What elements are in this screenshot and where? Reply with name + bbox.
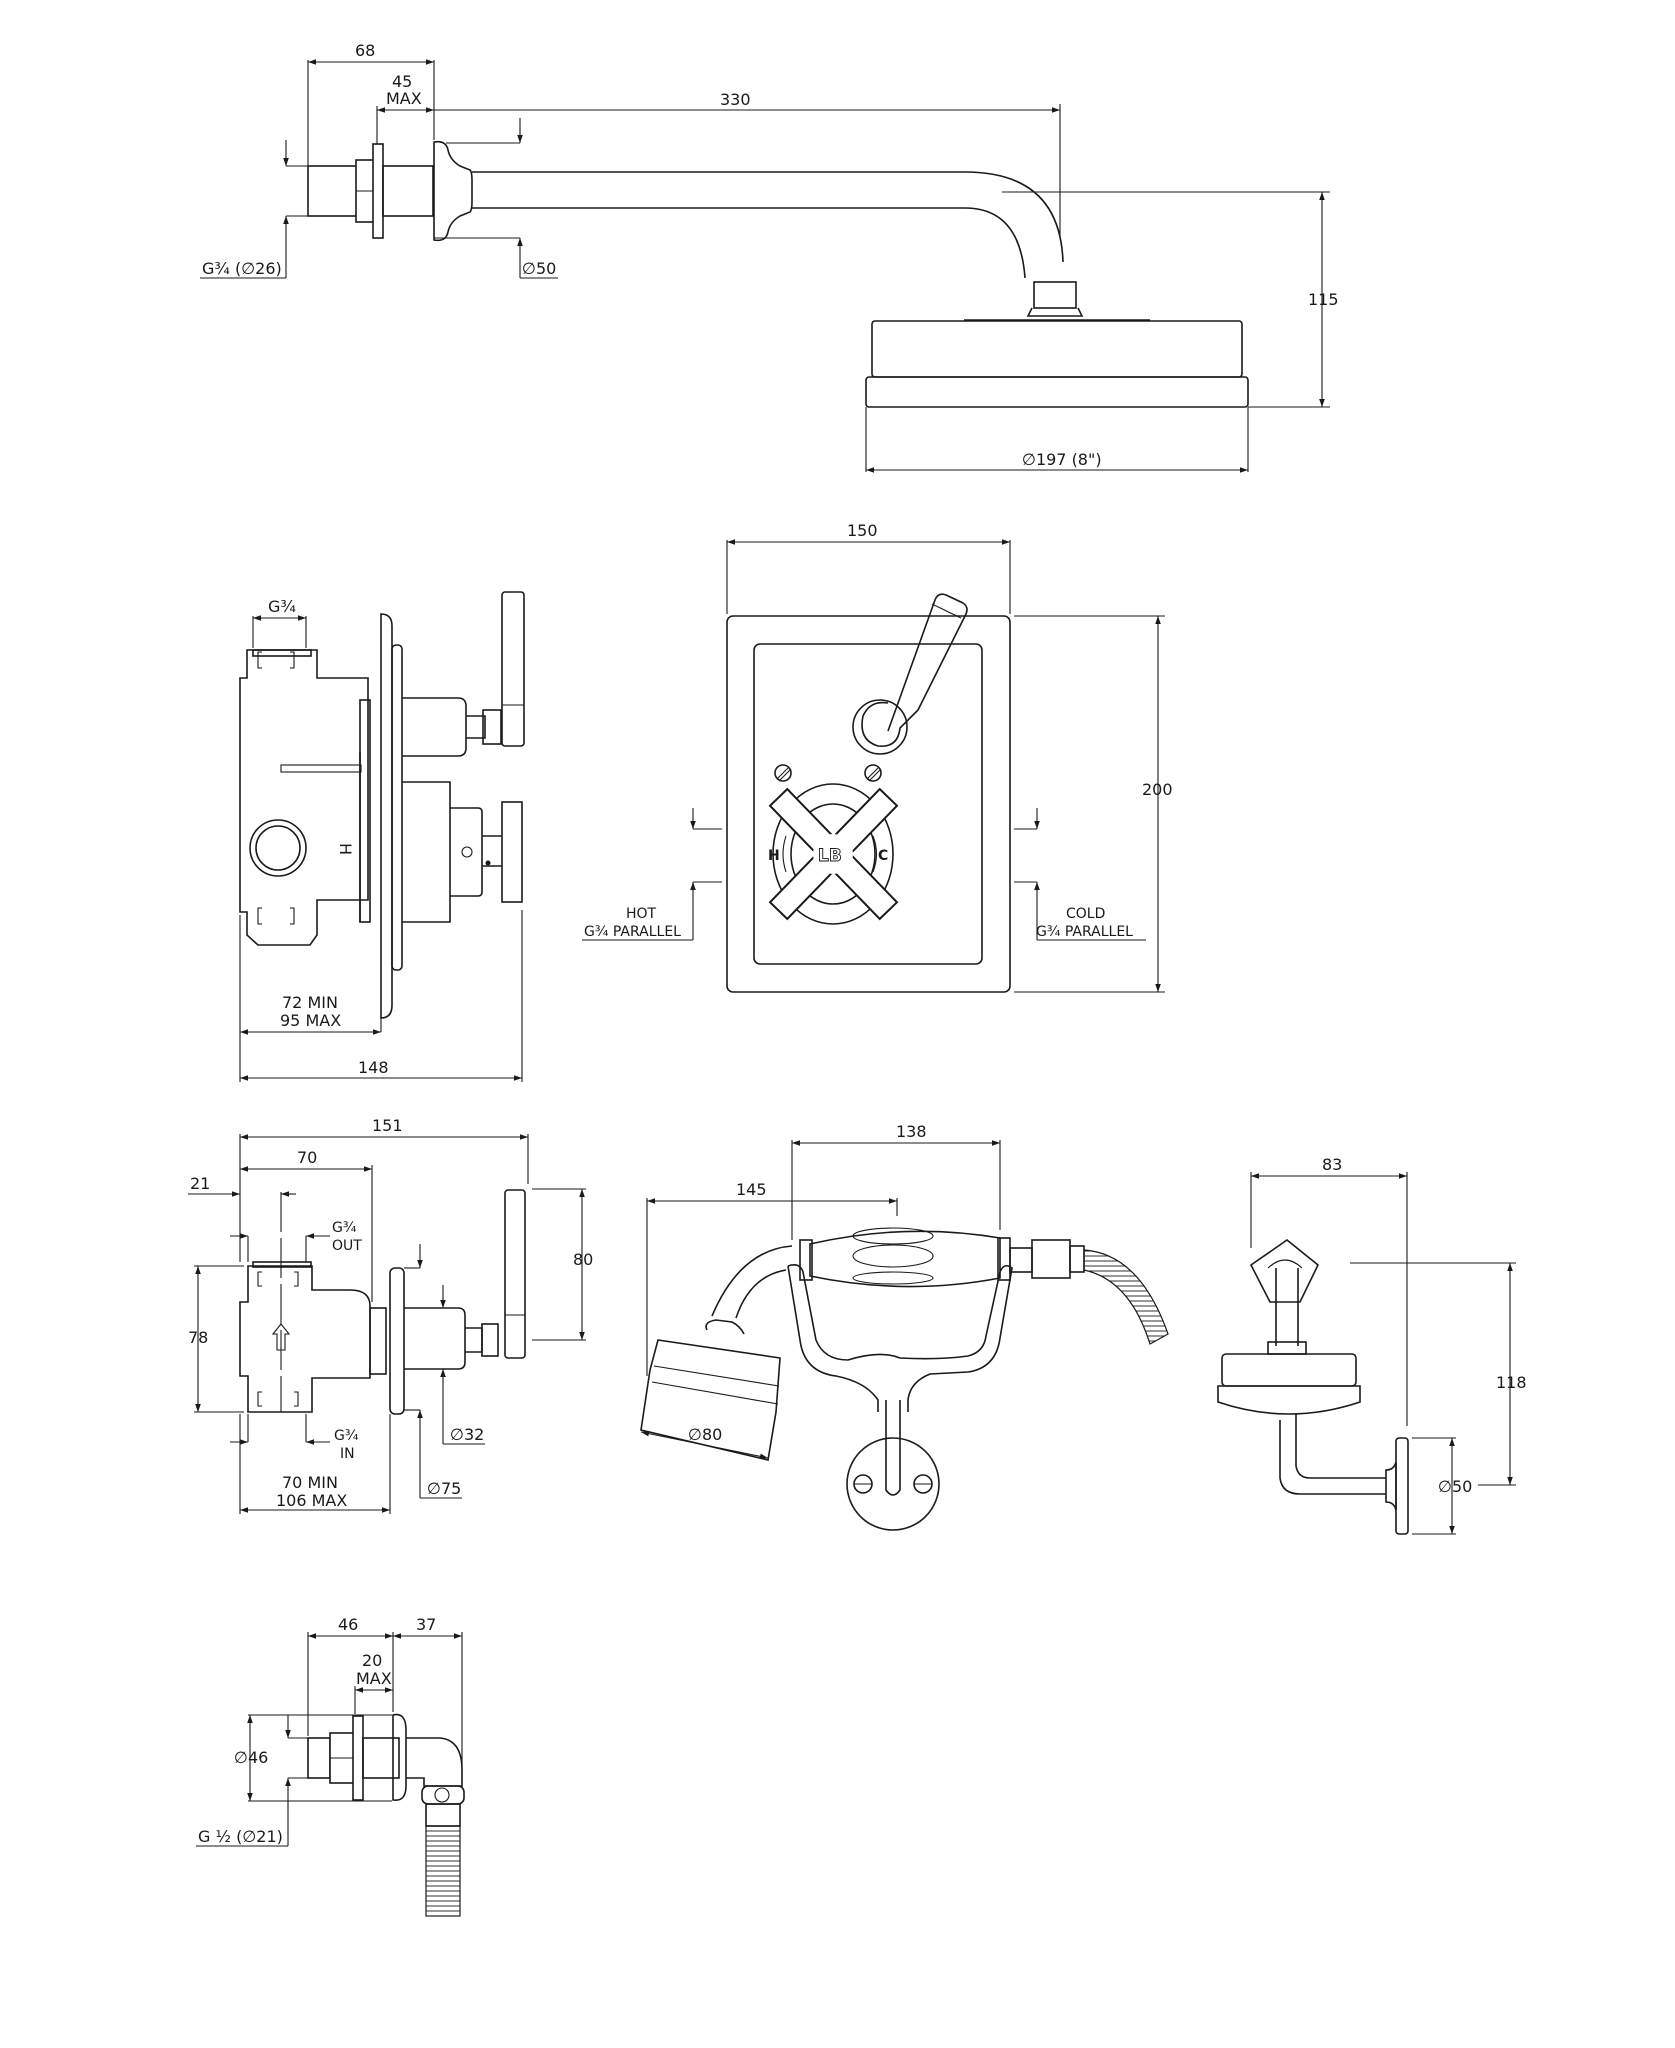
threaded-tail [307, 165, 359, 217]
diverter-depth-min: 70 MIN [282, 1473, 338, 1492]
wall-flange [433, 140, 473, 242]
out-label: OUT [332, 1238, 362, 1254]
cover-plate-side [380, 613, 393, 1019]
dim-45-max: MAX [386, 89, 422, 108]
screw-icon [913, 1474, 933, 1494]
cold-label: COLD [1066, 906, 1105, 922]
thread-callout: G¾ (∅26) [202, 259, 282, 278]
lever-handle [501, 591, 525, 747]
hot-mark: H [336, 843, 355, 855]
dim-150: 150 [847, 521, 878, 540]
dim-83: 83 [1322, 1155, 1342, 1174]
dim-138: 138 [896, 1122, 927, 1141]
handset-cradle [787, 1264, 1013, 1412]
rose-dia-label: ∅50 [522, 259, 556, 278]
view-wall-outlet: 46 37 20 MAX ∅46 G ½ (∅21) [196, 1615, 465, 1917]
cross-handle [768, 787, 899, 921]
dim-200: 200 [1142, 780, 1173, 799]
dim-46: 46 [338, 1615, 358, 1634]
threaded-body [382, 165, 434, 217]
dim-70: 70 [297, 1148, 317, 1167]
spindle-dia: ∅32 [450, 1425, 484, 1444]
handset-head [640, 1339, 781, 1461]
screw-icon [864, 764, 882, 782]
diverter-plate [389, 1267, 405, 1415]
dim-68: 68 [355, 41, 375, 60]
head-dia-label: ∅197 (8") [1022, 450, 1102, 469]
wall-flange-dia: ∅50 [1438, 1477, 1472, 1496]
dim-80: 80 [573, 1250, 593, 1269]
view-shower-arm: 68 45 MAX 330 G¾ (∅26) ∅50 115 ∅197 (8") [200, 41, 1339, 473]
cold-thread: G¾ PARALLEL [1036, 924, 1133, 940]
flow-control-rosette [772, 783, 894, 925]
diverter-depth-max: 106 MAX [276, 1491, 347, 1510]
view-diverter-side: 151 70 21 G¾ OUT G¾ IN 78 80 ∅32 [188, 1116, 593, 1514]
hose [1083, 1249, 1169, 1345]
wall-plate [846, 1437, 940, 1531]
view-valve-front: LB H C 150 200 HOT G¾ PARALLEL COLD G¾ P… [582, 521, 1173, 993]
view-handset: 138 145 ∅80 [640, 1122, 1169, 1531]
handset-head-dia: ∅80 [688, 1425, 722, 1444]
temperature-lever [887, 593, 968, 732]
depth-min: 72 MIN [282, 993, 338, 1012]
hot-thread: G¾ PARALLEL [584, 924, 681, 940]
out-thread: G¾ [332, 1220, 357, 1236]
dim-330: 330 [720, 90, 751, 109]
c-mark: C [878, 848, 888, 864]
screw-icon [853, 1474, 873, 1494]
wall-flange [1395, 1437, 1409, 1535]
dim-37: 37 [416, 1615, 436, 1634]
cover-plate [726, 615, 1011, 993]
view-valve-side: H G¾ 72 MIN 95 MAX 148 [239, 591, 525, 1082]
in-thread: G¾ [334, 1428, 359, 1444]
view-fixed-head: 83 118 ∅50 [1217, 1155, 1527, 1535]
dim-78: 78 [188, 1328, 208, 1347]
dim-115: 115 [1308, 290, 1339, 309]
outlet-hose [425, 1825, 461, 1917]
dim-21: 21 [190, 1174, 210, 1193]
h-mark: H [768, 848, 780, 864]
dim-145: 145 [736, 1180, 767, 1199]
handset-grip [809, 1230, 1001, 1288]
lb-logo: LB [818, 846, 842, 866]
inlet-thread-label: G¾ [268, 597, 296, 616]
dim-151: 151 [372, 1116, 403, 1135]
dim-45: 45 [392, 72, 412, 91]
in-label: IN [340, 1446, 355, 1462]
screw-icon [774, 764, 792, 782]
shower-arm-tube [472, 171, 1064, 279]
cross-handle-side [501, 801, 523, 903]
dim-20-max: MAX [356, 1669, 392, 1688]
elbow-body [406, 1737, 463, 1787]
hot-label: HOT [626, 906, 657, 922]
depth-max: 95 MAX [280, 1011, 341, 1030]
flange-dia: ∅46 [234, 1748, 268, 1767]
diverter-lever [504, 1189, 526, 1359]
plate-dia: ∅75 [427, 1479, 461, 1498]
dim-148: 148 [358, 1058, 389, 1077]
dim-20: 20 [362, 1651, 382, 1670]
outlet-thread-label: G ½ (∅21) [198, 1827, 283, 1846]
dim-118: 118 [1496, 1373, 1527, 1392]
fixed-shower-head [1217, 1385, 1361, 1415]
head-connector [1033, 281, 1077, 309]
back-washer [372, 143, 384, 239]
